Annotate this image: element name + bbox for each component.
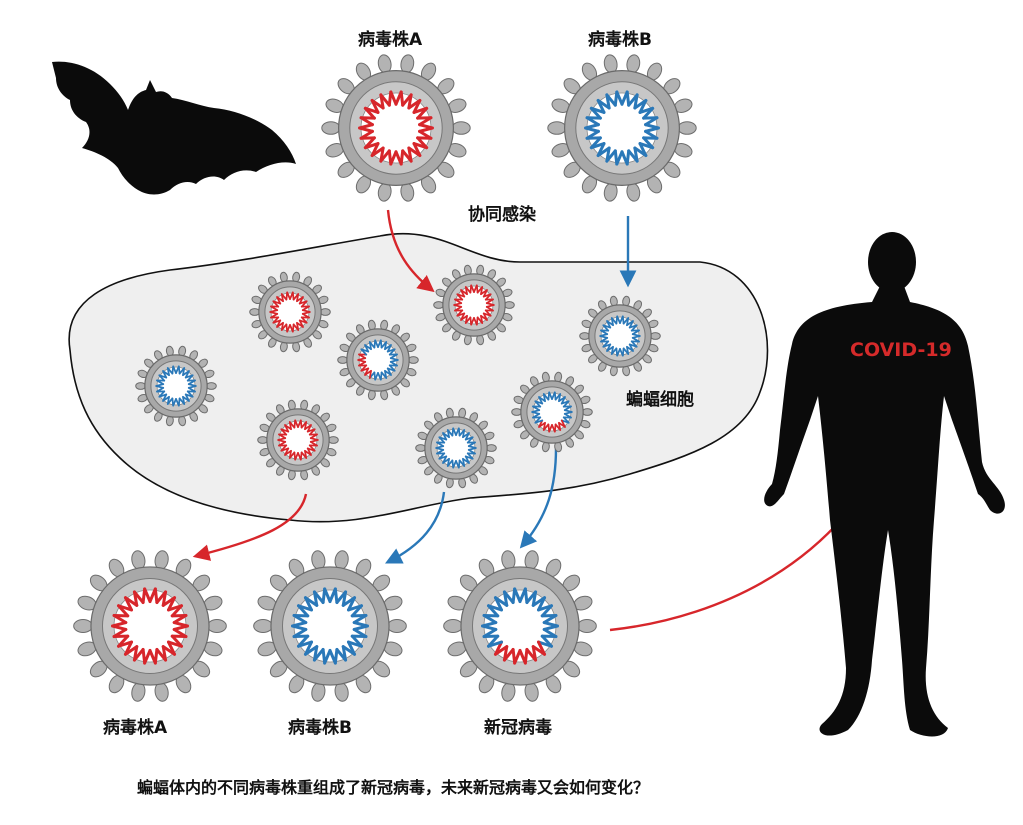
covid-19-label: COVID-19 <box>850 339 952 361</box>
arrow-strain-a-out <box>192 493 308 561</box>
caption: 蝙蝠体内的不同病毒株重组成了新冠病毒，未来新冠病毒又会如何变化？ <box>137 778 649 797</box>
virus-cell-4 <box>579 295 661 377</box>
human-silhouette-icon <box>764 232 1005 737</box>
virus-cell-8 <box>415 407 497 489</box>
strain-a-top-label: 病毒株A <box>358 29 423 50</box>
virus-cell-7 <box>257 399 339 481</box>
arrow-strain-b-out <box>384 491 446 564</box>
virus-new-bottom <box>443 550 597 702</box>
virus-cell-6 <box>511 371 593 453</box>
strain-b-top-label: 病毒株B <box>588 29 652 50</box>
new-virus-label: 新冠病毒 <box>484 717 552 738</box>
virus-cell-2 <box>433 264 515 346</box>
coinfection-label: 协同感染 <box>468 204 536 225</box>
virus-strain-b-bottom <box>253 550 407 702</box>
arrow-strain-a-into-cell <box>386 209 435 293</box>
virus-strain-a-top <box>321 54 471 202</box>
strain-a-bottom-label: 病毒株A <box>103 717 168 738</box>
virus-cell-5 <box>135 345 217 427</box>
virus-cell-3 <box>337 319 419 401</box>
virus-cell-1 <box>249 271 331 353</box>
strain-b-bottom-label: 病毒株B <box>288 717 352 738</box>
virus-particles <box>73 54 697 702</box>
bat-cell-membrane <box>68 232 769 523</box>
virus-strain-b-top <box>547 54 697 202</box>
arrow-new-virus-out <box>519 447 558 549</box>
bat-cell-label: 蝙蝠细胞 <box>626 389 694 410</box>
virus-strain-a-bottom <box>73 550 227 702</box>
bat-icon <box>52 61 296 195</box>
